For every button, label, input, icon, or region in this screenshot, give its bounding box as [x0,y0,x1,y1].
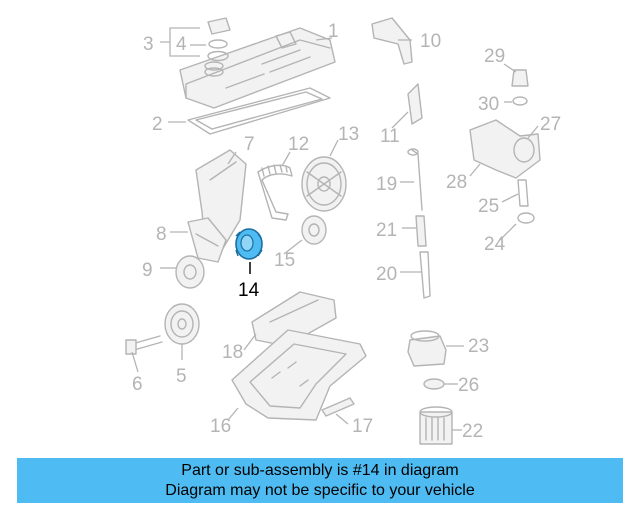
part-10-upper-timing-cover [371,17,413,65]
callout-12: 12 [288,134,309,155]
part-14-crankshaft-sprocket [235,228,263,260]
part-6-bolt [125,335,163,355]
part-18-oil-pan-baffle [251,291,337,347]
part-5-crankshaft-pulley [164,303,200,345]
part-2-valve-cover-gasket [187,87,331,135]
part-15-idler-pulley [301,215,327,245]
part-23-oil-filter-housing [407,330,447,367]
callout-20: 20 [376,264,397,285]
callout-26: 26 [458,375,479,396]
callout-30: 30 [478,94,499,115]
part-12-timing-belt [257,164,293,221]
part-4-cap-seal [207,39,229,62]
part-9-pulley [175,255,205,289]
part-19-dipstick [407,148,423,211]
part-3-oil-cap [207,17,231,35]
callout-25: 25 [478,196,499,217]
callout-labels: 3 4 1 10 29 30 2 27 11 7 12 13 28 19 25 … [132,21,561,442]
part-17-sealant-tube [321,397,355,417]
part-30-washer [512,96,528,106]
part-11-bracket [407,83,423,125]
part-13-camshaft-sprocket [301,156,347,212]
callout-4: 4 [176,34,187,55]
callout-5: 5 [176,366,187,387]
banner-line-part: Part or sub-assembly is #14 in diagram [181,462,459,479]
part-16-oil-pan [231,329,367,421]
part-24-o-ring [517,212,535,224]
part-1-valve-cover [179,27,336,109]
callout-6: 6 [132,374,143,395]
callout-15: 15 [274,250,295,271]
part-20-guide-tube [419,251,431,299]
callout-9: 9 [142,260,153,281]
callout-13: 13 [338,124,359,145]
callout-24: 24 [484,234,506,255]
parts-diagram: 3 4 1 10 29 30 2 27 11 7 12 13 28 19 25 … [125,17,561,445]
part-25-stud [517,179,529,207]
callout-19: 19 [376,174,397,195]
callout-29: 29 [484,46,505,67]
callout-28: 28 [446,172,467,193]
callout-1: 1 [328,21,339,42]
callout-27: 27 [540,114,561,135]
callout-21: 21 [376,220,397,241]
callout-7: 7 [244,134,255,155]
callout-2: 2 [152,114,163,135]
banner-line-disclaimer: Diagram may not be specific to your vehi… [165,482,475,499]
part-21-dipstick-tube [415,215,427,247]
callout-8: 8 [156,224,167,245]
callout-18: 18 [222,342,243,363]
part-22-oil-filter [419,406,453,445]
leader-lines [131,27,539,431]
callout-11: 11 [380,126,400,147]
part-27-coolant-flange [469,119,541,179]
info-banner: Part or sub-assembly is #14 in diagram D… [17,458,623,503]
callout-22: 22 [462,421,483,442]
callout-16: 16 [210,416,231,437]
callout-10: 10 [420,31,441,52]
callout-17: 17 [352,416,373,437]
part-8-rear-cover [187,217,227,263]
callout-14: 14 [238,280,260,301]
callout-3: 3 [143,34,154,55]
part-29-sensor [511,69,529,87]
part-26-o-ring [423,378,445,390]
callout-23: 23 [468,336,489,357]
